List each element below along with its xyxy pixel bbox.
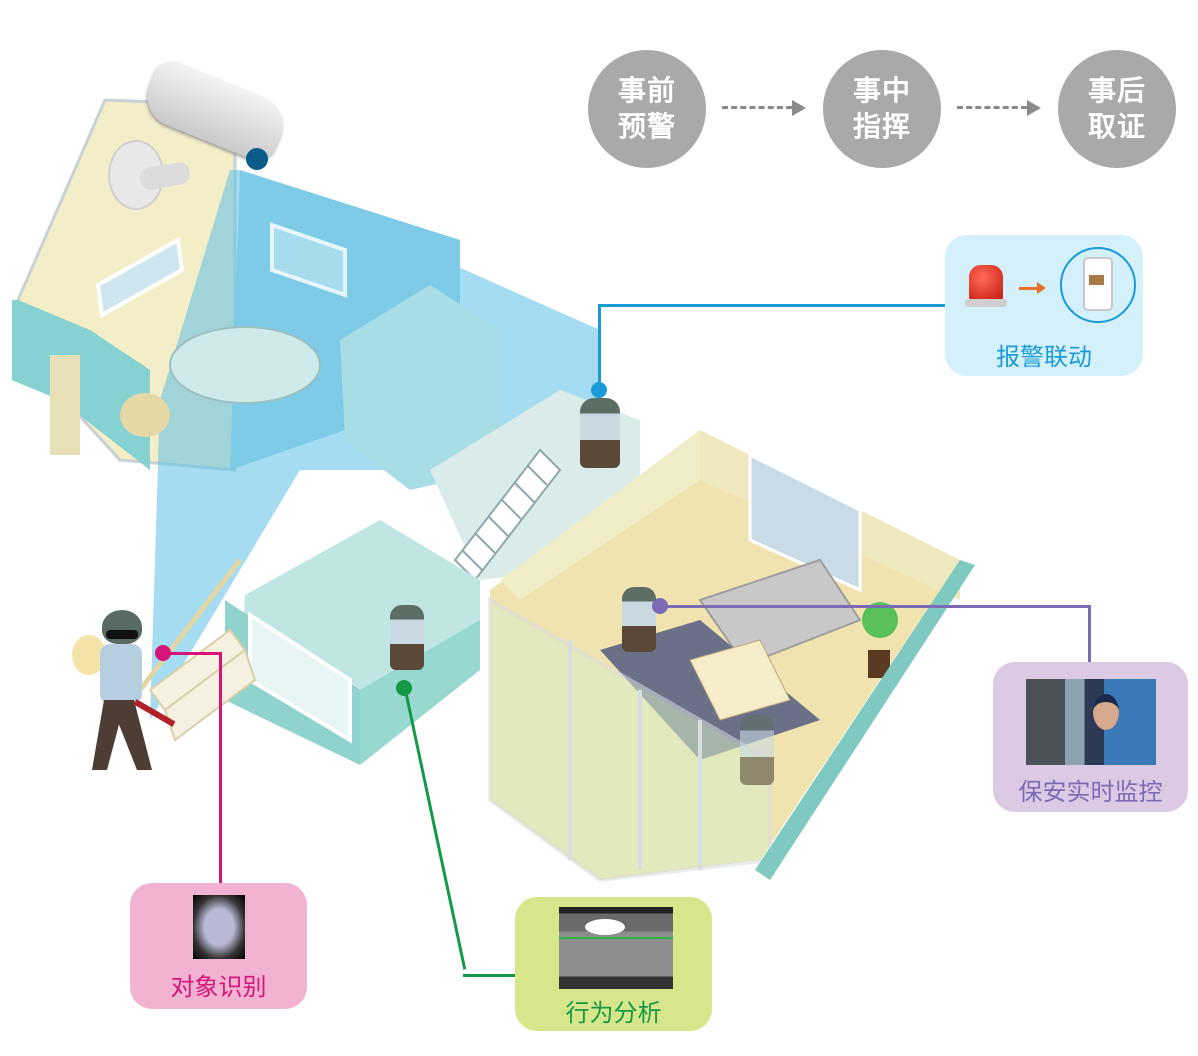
tripwire-line xyxy=(559,937,673,939)
object-recognition-box: 对象识别 xyxy=(130,883,307,1009)
recognition-connector-line-vertical xyxy=(219,652,222,884)
step-1-line-2: 预警 xyxy=(617,110,676,143)
behavior-connector-line-horizontal xyxy=(463,974,519,977)
arrow-right-head xyxy=(1037,282,1046,294)
alarm-marker-dot xyxy=(591,382,607,398)
car xyxy=(169,326,321,404)
step-1-line-1: 事前 xyxy=(617,74,676,107)
camera-lens xyxy=(246,148,268,170)
plant xyxy=(862,602,898,638)
dashed-line xyxy=(722,106,792,109)
garage-front-wall xyxy=(12,300,150,470)
step-in-progress-command: 事中 指挥 xyxy=(823,50,941,168)
step-2-line-2: 指挥 xyxy=(852,110,911,143)
recognition-marker-dot xyxy=(155,645,171,661)
sofa xyxy=(698,558,862,667)
intruder-living-room xyxy=(622,587,656,652)
guard-head xyxy=(1093,694,1119,730)
living-room-back-wall xyxy=(500,430,700,600)
garage-door-frame xyxy=(50,355,80,455)
alarm-linkage-label: 报警联动 xyxy=(996,343,1092,371)
kitchen-right-wall xyxy=(360,620,480,765)
intruder-legs xyxy=(92,700,152,770)
intruder-upstairs xyxy=(580,398,620,468)
coffee-table xyxy=(689,639,791,721)
smartphone-icon-ring xyxy=(1060,247,1136,323)
behavior-marker-dot xyxy=(396,680,412,696)
thermal-hotspot xyxy=(585,919,625,935)
monitoring-marker-dot xyxy=(652,598,668,614)
intruder-mask xyxy=(106,630,138,639)
right-outer-wall xyxy=(755,560,975,880)
package-icon xyxy=(1089,275,1104,285)
alarm-connector-line-vertical xyxy=(598,304,601,388)
behavior-analysis-box: 行为分析 xyxy=(515,897,712,1031)
arrow-right-icon xyxy=(1019,287,1039,290)
arrow-head-icon xyxy=(1027,100,1041,116)
alarm-connector-line xyxy=(598,304,946,307)
face-recognition-photo xyxy=(193,895,245,959)
garage-window xyxy=(95,236,185,319)
outdoor-stairs xyxy=(148,628,257,742)
step-pre-warning: 事前 预警 xyxy=(588,50,706,168)
security-monitoring-box: 保安实时监控 xyxy=(993,662,1188,812)
object-recognition-label: 对象识别 xyxy=(170,973,267,1001)
kitchen-window xyxy=(248,611,352,744)
intruder-glass-front xyxy=(740,715,774,785)
security-guard-photo xyxy=(1026,679,1156,765)
arrow-head-icon xyxy=(792,100,806,116)
intruder-kitchen xyxy=(390,605,424,670)
monitoring-connector-line-vertical xyxy=(1088,605,1091,663)
intruder-main xyxy=(72,610,176,780)
monitoring-connector-line xyxy=(660,605,1090,608)
behavior-analysis-label: 行为分析 xyxy=(565,999,662,1027)
dashed-line xyxy=(957,106,1027,109)
step-3-line-1: 事后 xyxy=(1087,74,1146,107)
alarm-siren-icon xyxy=(969,265,1003,301)
surveillance-camera xyxy=(100,56,300,230)
camera-body xyxy=(138,56,292,166)
back-window xyxy=(270,222,347,298)
plant-pot xyxy=(868,650,890,678)
step-2-line-1: 事中 xyxy=(852,74,911,107)
step-3-line-2: 取证 xyxy=(1087,110,1146,143)
step-post-evidence: 事后 取证 xyxy=(1058,50,1176,168)
intruder-body xyxy=(100,644,142,704)
living-room-window xyxy=(748,452,862,593)
stair-rail xyxy=(138,558,242,692)
car-rear xyxy=(120,393,170,437)
bathroom xyxy=(340,285,500,490)
thermal-camera-frame xyxy=(559,907,673,989)
flow-arrow-1 xyxy=(722,100,812,116)
recognition-connector-line xyxy=(162,652,222,655)
alarm-siren-base xyxy=(965,299,1007,307)
alarm-linkage-box: 报警联动 xyxy=(945,235,1143,376)
flow-arrow-2 xyxy=(957,100,1047,116)
security-monitoring-label: 保安实时监控 xyxy=(1018,778,1163,806)
